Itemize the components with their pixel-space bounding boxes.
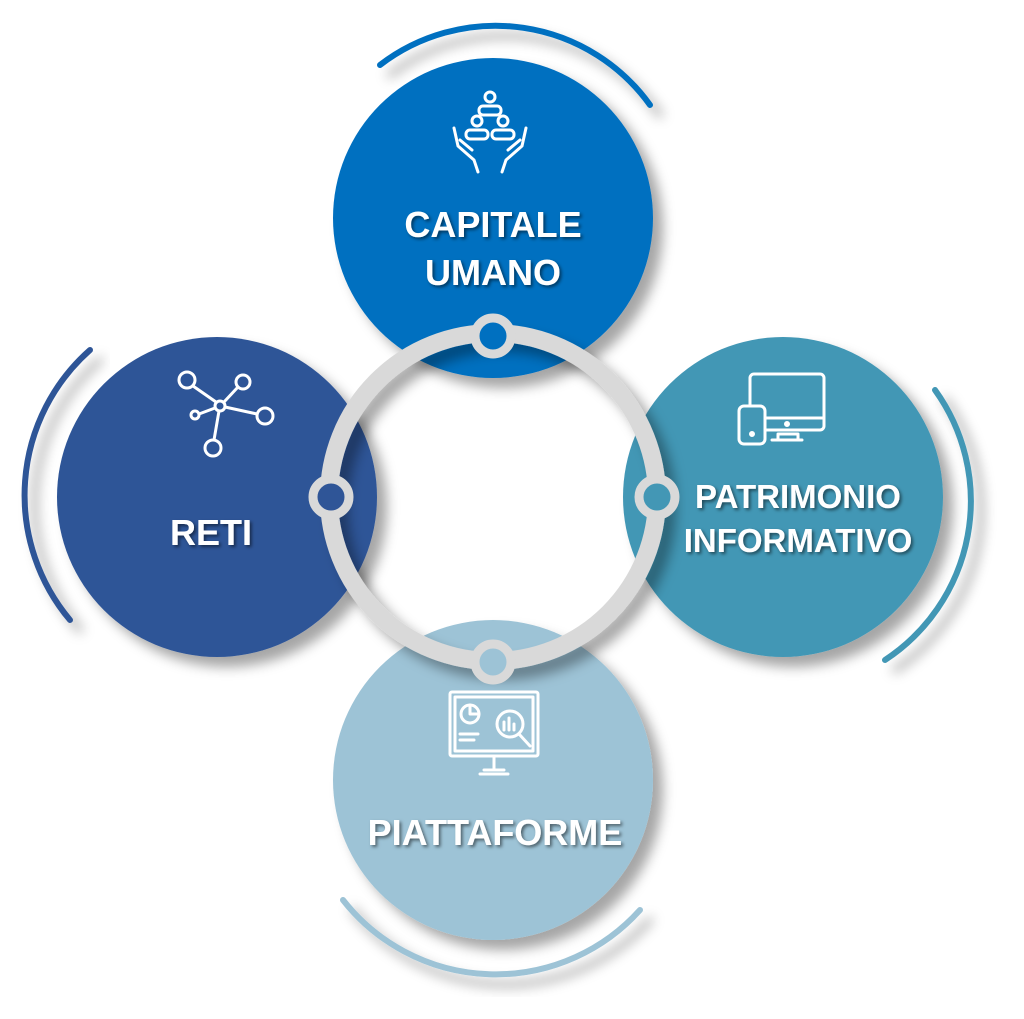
analytics-monitor-icon — [448, 690, 540, 776]
ring-connectors — [308, 313, 680, 685]
devices-icon — [737, 372, 826, 446]
label-piattaforme: PIATTAFORME — [368, 812, 623, 853]
connector-left — [308, 474, 354, 520]
connector-top — [470, 313, 516, 359]
decor-arc-left — [21, 347, 93, 623]
decor-arc-right — [882, 387, 974, 663]
people-in-hands-icon — [452, 90, 528, 174]
connector-right — [634, 474, 680, 520]
node-reti — [57, 337, 377, 657]
node-capitale-umano — [333, 58, 653, 378]
center-ring — [320, 324, 666, 670]
label-reti: RETI — [170, 512, 252, 553]
decor-arc-top — [377, 22, 653, 108]
network-icon — [177, 370, 275, 458]
connector-bottom — [470, 639, 516, 685]
decor-arc-bottom — [340, 897, 643, 978]
node-piattaforme — [333, 620, 653, 940]
node-patrimonio-informativo — [623, 337, 943, 657]
